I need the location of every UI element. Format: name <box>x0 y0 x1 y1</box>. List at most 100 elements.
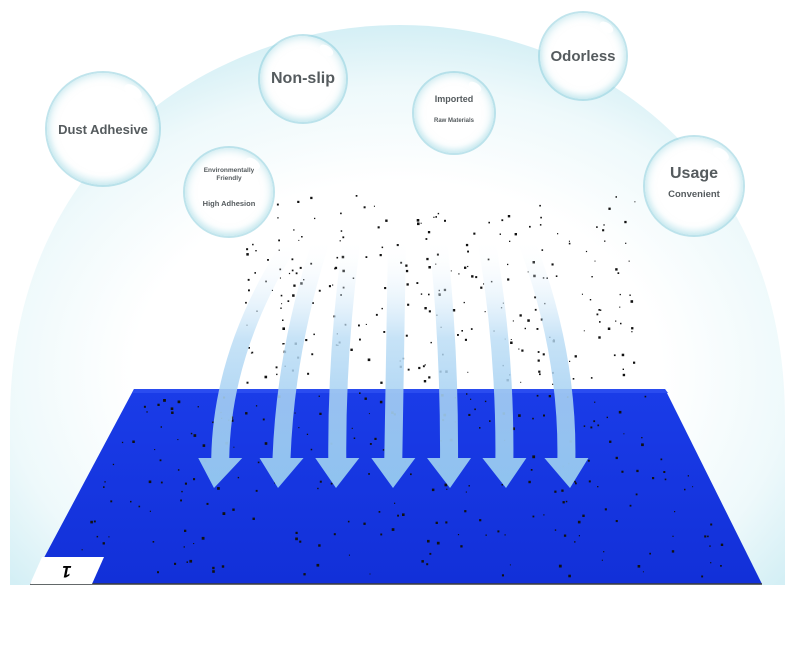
dust-particle <box>467 265 469 268</box>
dust-particle <box>363 206 366 209</box>
dust-particle <box>615 520 618 523</box>
dust-particle <box>310 196 313 200</box>
dust-particle <box>507 215 511 218</box>
dust-particle <box>193 478 196 481</box>
dust-particle <box>474 408 476 411</box>
environmentally-friendly-label: Environmentally Friendly <box>203 166 255 182</box>
dust-particle <box>583 425 586 427</box>
dust-particle <box>524 327 526 330</box>
dust-particle <box>607 327 611 330</box>
dust-particle <box>574 355 577 358</box>
dust-particle <box>617 272 620 274</box>
dust-particle <box>625 242 627 244</box>
dust-particle <box>633 361 636 364</box>
dust-particle <box>255 250 257 252</box>
dust-particle <box>212 566 215 570</box>
dust-particle <box>428 310 431 313</box>
dust-particle <box>183 546 185 548</box>
dust-particle <box>457 334 459 336</box>
dust-particle <box>138 505 141 508</box>
down-arrow <box>259 238 331 488</box>
dust-particle <box>383 331 386 333</box>
dust-particle <box>318 544 321 547</box>
dust-particle <box>359 392 361 394</box>
dust-particle <box>591 276 593 278</box>
dust-particle <box>568 240 570 242</box>
dust-particle <box>108 536 110 538</box>
dust-particle <box>457 534 460 536</box>
dust-particle <box>501 484 503 486</box>
dust-particle <box>488 221 490 224</box>
dust-particle <box>538 370 541 373</box>
high-adhesion-label: High Adhesion <box>202 198 256 208</box>
dust-particle <box>596 226 598 228</box>
dust-particle <box>465 491 467 493</box>
dust-particle <box>303 573 306 576</box>
dust-particle <box>318 289 321 292</box>
dust-particle <box>280 294 283 297</box>
dust-particle <box>464 510 467 513</box>
dust-particle <box>90 520 93 524</box>
dust-particle <box>460 545 463 548</box>
dust-particle <box>146 411 148 413</box>
dust-particle <box>246 248 249 251</box>
dust-particle <box>177 400 181 404</box>
dust-particle <box>280 307 282 309</box>
dust-particle <box>232 508 235 511</box>
dust-particle <box>180 499 182 502</box>
dust-particle <box>174 562 177 565</box>
dust-particle <box>467 371 469 373</box>
dust-particle <box>283 343 285 345</box>
dust-particle <box>334 267 336 270</box>
dust-particle <box>428 293 430 296</box>
dust-particle <box>532 455 536 459</box>
dust-particle <box>299 266 302 269</box>
dust-particle <box>582 514 585 517</box>
dust-particle <box>623 433 625 435</box>
dust-particle <box>246 381 249 384</box>
down-arrow <box>315 238 361 488</box>
dust-particle <box>710 523 713 526</box>
dust-particle <box>557 233 559 235</box>
dust-particle <box>593 420 596 423</box>
dust-particle <box>420 222 422 224</box>
dust-particle <box>292 294 295 297</box>
dust-particle <box>629 504 632 507</box>
dust-particle <box>410 473 412 476</box>
dust-particle <box>424 307 427 310</box>
dust-particle <box>631 331 633 333</box>
dust-particle <box>382 449 385 451</box>
dust-particle <box>534 296 537 299</box>
dust-particle <box>282 343 284 345</box>
dust-particle <box>618 410 622 414</box>
dust-particle <box>501 219 504 222</box>
dust-particle <box>353 437 356 439</box>
dust-particle <box>602 229 605 232</box>
dust-particle <box>274 482 276 484</box>
dust-particle <box>424 364 426 366</box>
dust-particle <box>537 359 540 362</box>
dust-particle <box>363 522 366 525</box>
dust-particle <box>590 377 593 379</box>
dust-particle <box>251 351 254 354</box>
dust-particle <box>154 449 156 451</box>
dust-particle <box>342 236 345 239</box>
dust-particle <box>276 373 278 376</box>
dust-particle <box>539 373 541 376</box>
dust-particle <box>558 564 562 568</box>
dust-particle <box>278 239 280 242</box>
dust-particle <box>446 488 448 490</box>
dust-particle <box>279 277 281 279</box>
dust-particle <box>684 488 686 491</box>
dust-particle <box>597 486 599 488</box>
dust-particle <box>444 483 448 487</box>
dust-particle <box>267 259 269 261</box>
dust-particle <box>416 219 420 222</box>
dust-particle <box>430 341 432 344</box>
dust-particle <box>160 481 163 484</box>
dust-particle <box>427 539 430 543</box>
dust-particle <box>102 542 105 545</box>
dust-particle <box>171 411 174 414</box>
dust-particle <box>575 482 577 485</box>
dust-particle <box>615 268 618 271</box>
